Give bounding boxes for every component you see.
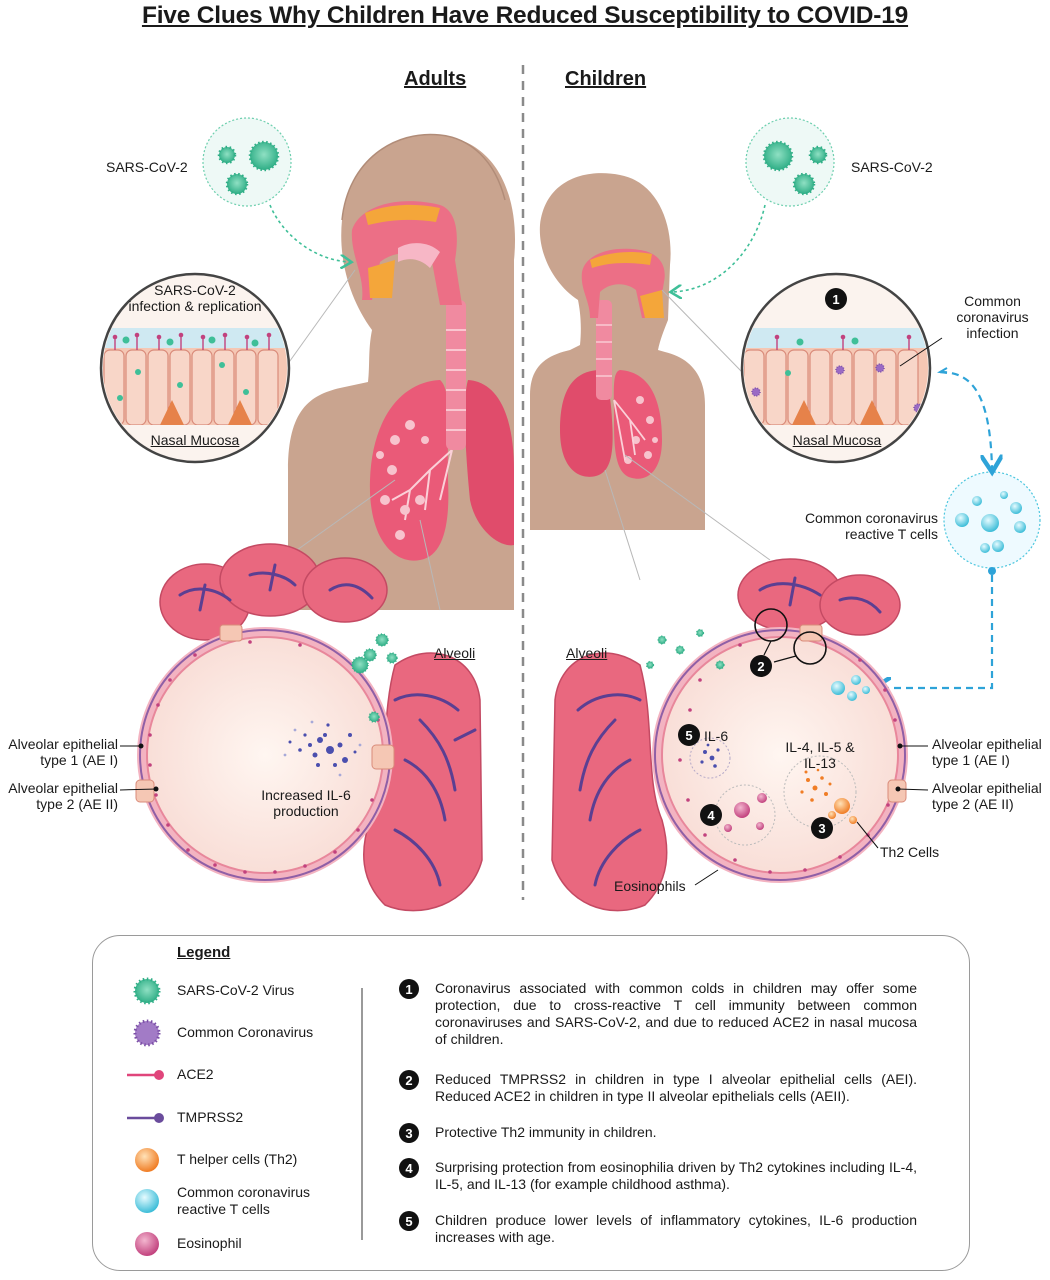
- legend-item-common-coronavirus: Common Coronavirus: [177, 1024, 314, 1040]
- label-alveoli-left: Alveoli: [434, 645, 476, 661]
- column-heading-adults: Adults: [404, 68, 467, 90]
- nasal-mucosa-left: [99, 272, 291, 464]
- label-eosinophils: Eosinophils: [614, 878, 686, 894]
- legend-icons: [127, 977, 164, 1256]
- badge-clue-3: 3: [811, 817, 833, 839]
- page-title: Five Clues Why Children Have Reduced Sus…: [141, 2, 909, 29]
- label-sars-left: SARS-CoV-2: [106, 159, 188, 175]
- reactive-t-cell-cluster: [943, 471, 1041, 575]
- reactive-t-cell-icon: [135, 1189, 159, 1213]
- label-il4-il5-il13: IL-4, IL-5 &IL-13: [785, 739, 855, 771]
- legend-divider: [361, 988, 363, 1240]
- legend-item-eosinophil: Eosinophil: [177, 1235, 242, 1251]
- clue-5: 5 Children produce lower levels of infla…: [399, 1211, 917, 1246]
- legend-heading: Legend: [177, 944, 231, 961]
- th2-cell-icon: [135, 1148, 159, 1172]
- legend-item-ace2: ACE2: [177, 1066, 214, 1082]
- alveolus-left: [119, 543, 483, 912]
- label-il6: IL-6: [704, 728, 729, 744]
- sars-cov-2-icon: [133, 977, 161, 1005]
- legend-item-sars-cov-2: SARS-CoV-2 Virus: [177, 982, 295, 998]
- label-sars-right: SARS-CoV-2: [851, 159, 933, 175]
- adult-figure: [288, 133, 516, 610]
- common-coronavirus-icon: [133, 1019, 161, 1047]
- label-alveoli-right: Alveoli: [566, 645, 608, 661]
- clue-3: 3 Protective Th2 immunity in children.: [399, 1123, 917, 1143]
- badge-clue-4: 4: [700, 804, 722, 826]
- legend-item-tmprss2: TMPRSS2: [177, 1109, 244, 1125]
- badge-clue-2: 2: [750, 655, 772, 677]
- clue-2: 2 Reduced TMPRSS2 in children in type I …: [399, 1070, 917, 1105]
- badge-clue-1: 1: [825, 288, 847, 310]
- ace2-icon: [127, 1070, 164, 1080]
- nasal-mucosa-right: [740, 272, 943, 464]
- sars-cluster-right: [672, 117, 835, 292]
- legend-item-th2: T helper cells (Th2): [177, 1151, 298, 1167]
- alveolus-right: [551, 558, 929, 912]
- tmprss2-icon: [127, 1113, 164, 1123]
- column-heading-children: Children: [565, 68, 647, 90]
- sars-cluster-left: [202, 117, 350, 262]
- label-nasal-mucosa-left: Nasal Mucosa: [150, 432, 240, 448]
- eosinophil-icon: [135, 1232, 159, 1256]
- arrow-tcells-to-alveolus: [878, 575, 994, 688]
- label-nasal-mucosa-right: Nasal Mucosa: [792, 432, 882, 448]
- arrow-nasal-to-tcells: [939, 370, 992, 468]
- clue-4: 4 Surprising protection from eosinophili…: [399, 1158, 917, 1193]
- legend-panel: Legend SARS-CoV-2 Virus Common Coronavir…: [92, 935, 970, 1271]
- label-th2-cells: Th2 Cells: [880, 844, 940, 860]
- clue-1: 1 Coronavirus associated with common col…: [399, 979, 917, 1048]
- covid-diagram: [99, 65, 1041, 912]
- badge-clue-5: 5: [678, 724, 700, 746]
- child-figure: [530, 173, 705, 530]
